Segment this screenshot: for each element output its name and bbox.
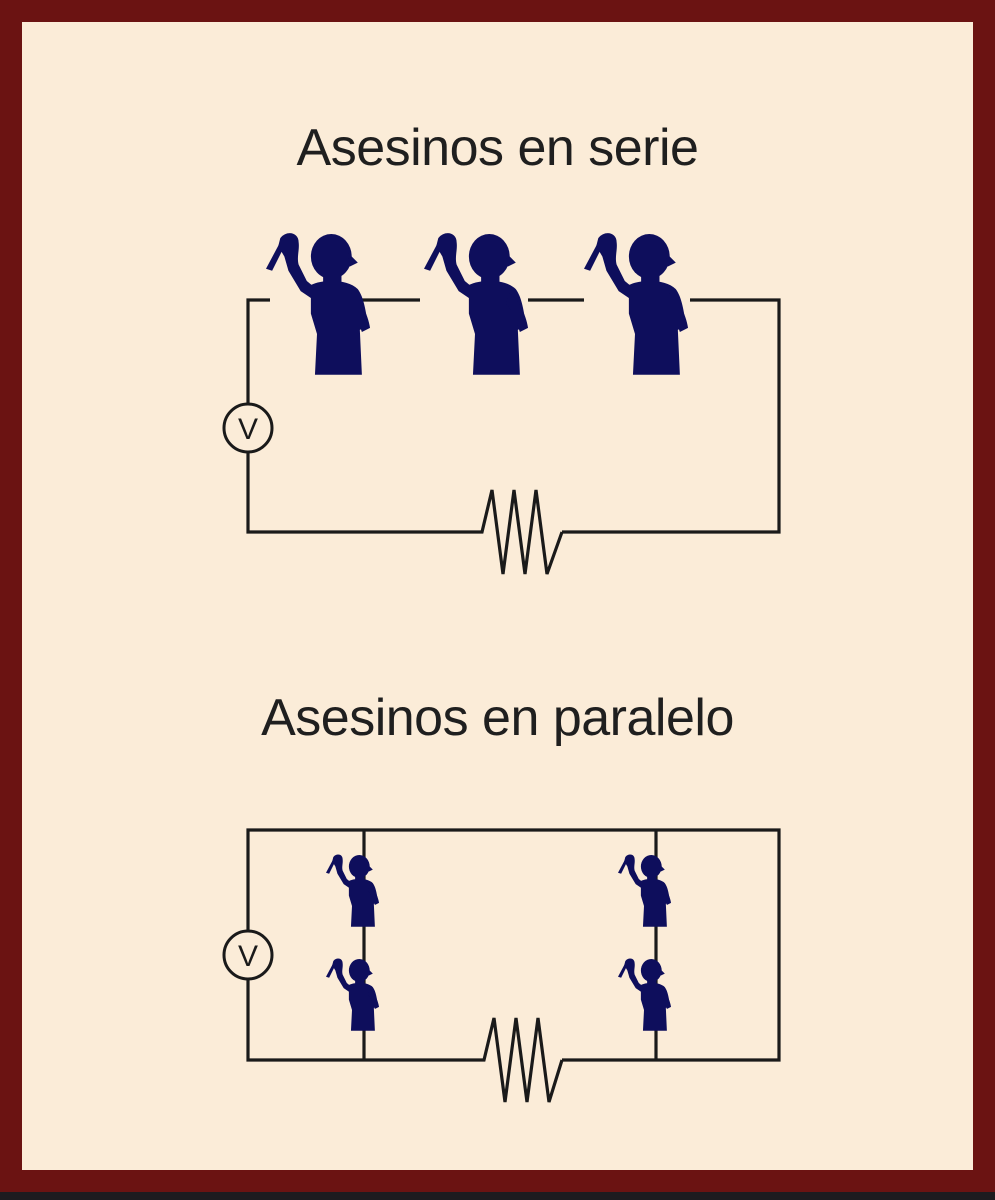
series-killer-1-icon xyxy=(266,233,371,375)
series-voltmeter-icon: V xyxy=(222,402,274,454)
parallel-voltmeter-icon: V xyxy=(222,929,274,981)
parallel-wire xyxy=(246,828,781,1062)
parallel-killer-left-top-icon xyxy=(326,854,380,927)
series-circuit: V xyxy=(222,233,781,575)
parallel-circuit: V xyxy=(222,828,781,1103)
meme-panel xyxy=(22,22,973,1170)
series-killer-2-icon xyxy=(424,233,529,375)
parallel-voltmeter-label: V xyxy=(238,940,258,973)
series-voltmeter-label: V xyxy=(238,413,258,446)
parallel-title: Asesinos en paralelo xyxy=(261,689,734,747)
parallel-killer-right-bottom-icon xyxy=(618,958,672,1031)
series-resistor-icon xyxy=(470,489,564,575)
series-title: Asesinos en serie xyxy=(296,119,699,177)
parallel-killer-right-top-icon xyxy=(618,854,672,927)
series-killer-3-icon xyxy=(584,233,689,375)
parallel-killer-left-bottom-icon xyxy=(326,958,380,1031)
series-wire xyxy=(246,298,781,534)
parallel-resistor-icon xyxy=(470,1017,564,1103)
